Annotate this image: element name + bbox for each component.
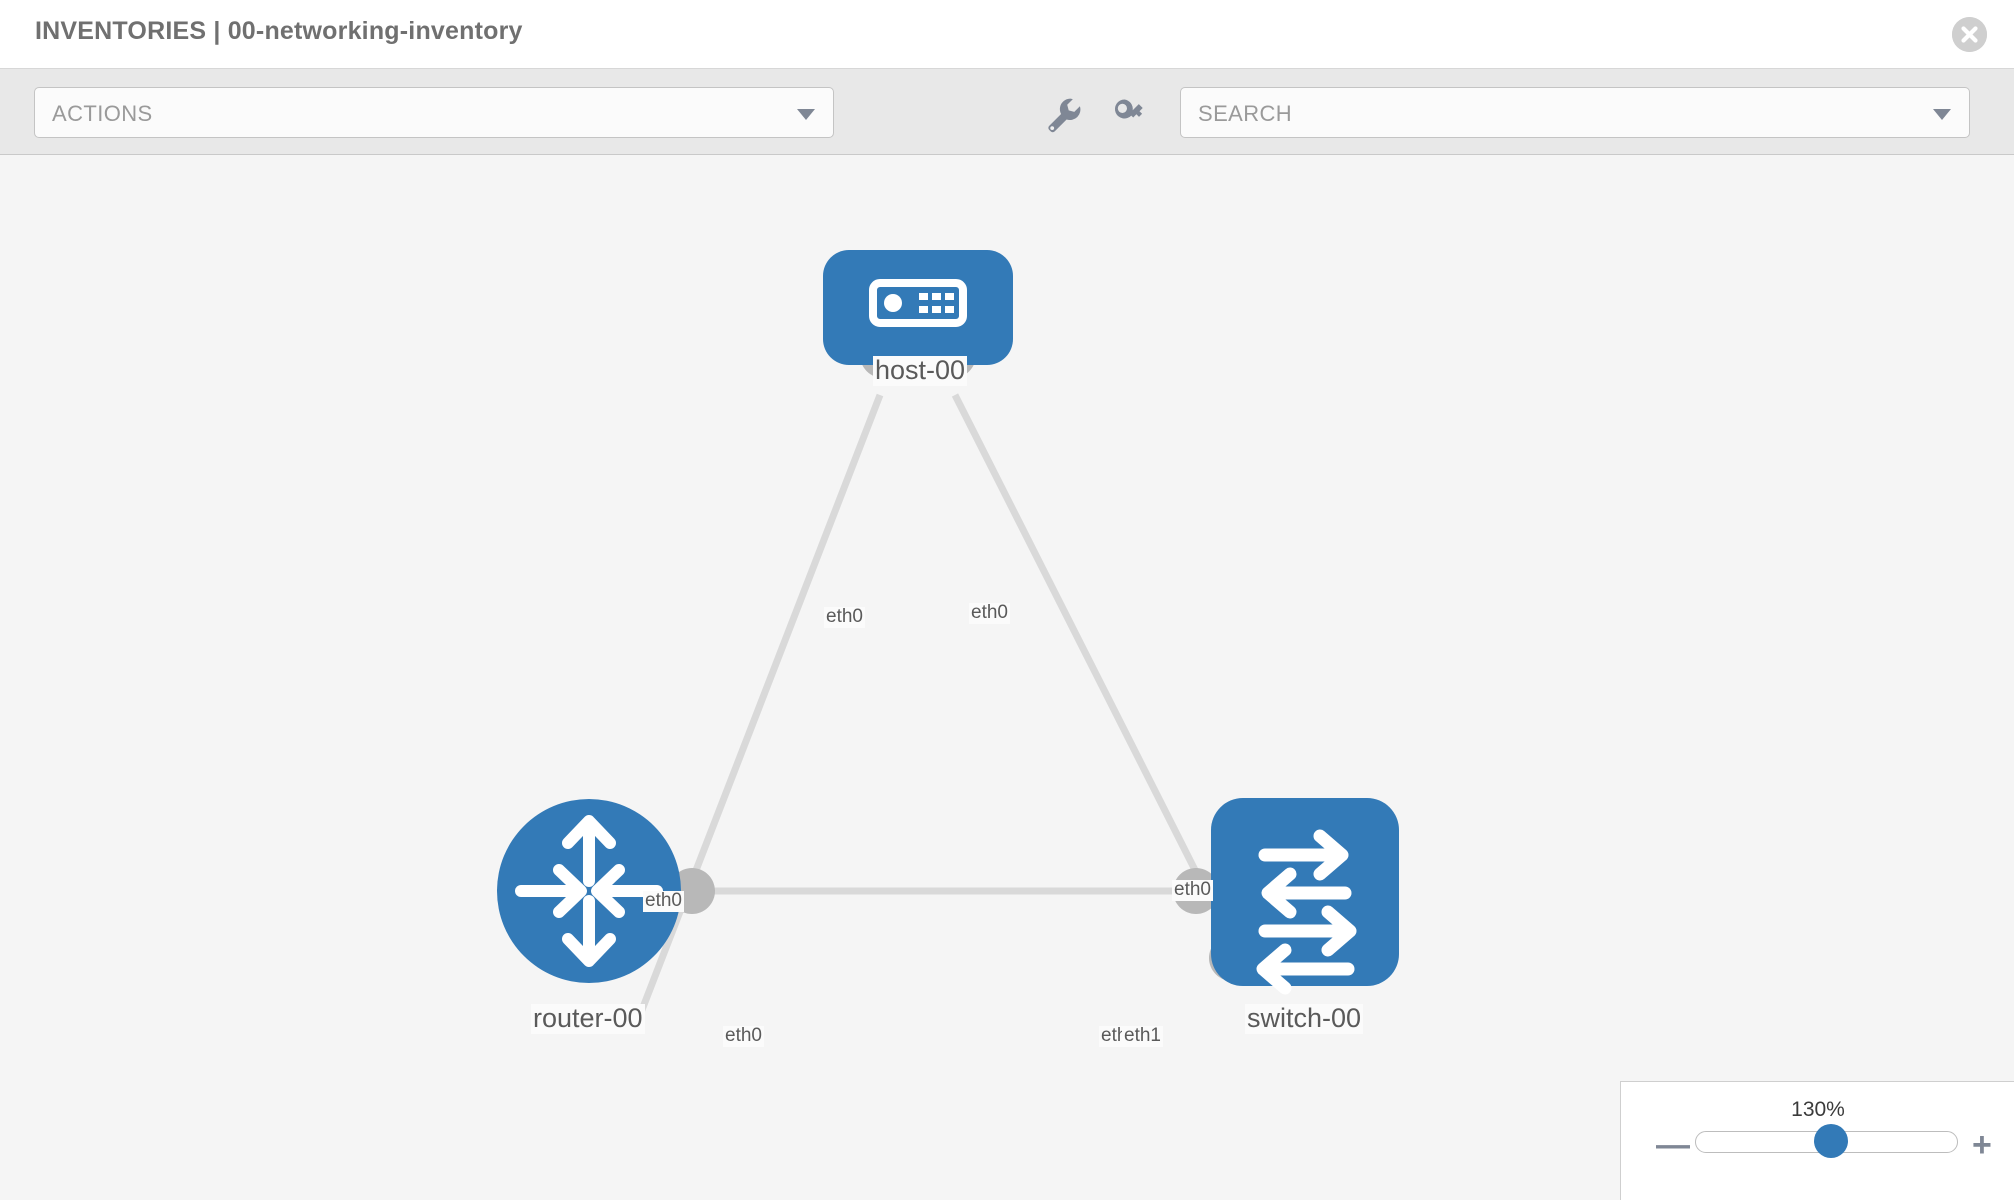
iface-label: eth1: [1122, 1025, 1163, 1047]
topology-canvas[interactable]: host-00 router-00 switch-00 eth0 eth0 et…: [0, 155, 2014, 1200]
iface-label: eth0: [643, 890, 684, 912]
topology-endpoints: [669, 332, 1255, 981]
node-label-switch-00: switch-00: [1245, 1003, 1364, 1034]
chevron-down-icon: [1933, 109, 1951, 120]
wrench-icon[interactable]: [1042, 93, 1082, 133]
node-label-router-00: router-00: [531, 1003, 645, 1034]
topology-graph: [497, 250, 1399, 1017]
toolbar: ACTIONS SEARCH: [0, 69, 2014, 155]
iface-label: eth0: [824, 606, 865, 628]
iface-label: eth0: [723, 1025, 764, 1047]
key-icon[interactable]: [1110, 93, 1150, 133]
topology-links: [636, 393, 1247, 1017]
page-title: INVENTORIES | 00-networking-inventory: [35, 17, 523, 45]
link-host00-router00[interactable]: [636, 393, 884, 1017]
node-router-00[interactable]: [497, 799, 681, 983]
iface-label: eth0: [969, 602, 1010, 624]
close-icon[interactable]: [1952, 17, 1987, 52]
node-label-host-00: host-00: [873, 355, 968, 386]
zoom-control: 130% — +: [1620, 1081, 2014, 1200]
zoom-slider-thumb[interactable]: [1814, 1124, 1848, 1158]
page-header: INVENTORIES | 00-networking-inventory: [0, 0, 2014, 69]
actions-dropdown-label: ACTIONS: [52, 101, 153, 126]
zoom-level-value: 130%: [1791, 1098, 1845, 1121]
node-host-00[interactable]: [823, 250, 1013, 365]
search-input[interactable]: SEARCH: [1180, 87, 1970, 138]
search-placeholder: SEARCH: [1198, 101, 1293, 126]
node-switch-00[interactable]: [1211, 798, 1399, 995]
actions-dropdown[interactable]: ACTIONS: [34, 87, 834, 138]
zoom-out-button[interactable]: —: [1656, 1126, 1690, 1164]
iface-label: eth0: [1172, 879, 1213, 901]
chevron-down-icon: [797, 109, 815, 120]
zoom-in-button[interactable]: +: [1972, 1126, 1992, 1164]
